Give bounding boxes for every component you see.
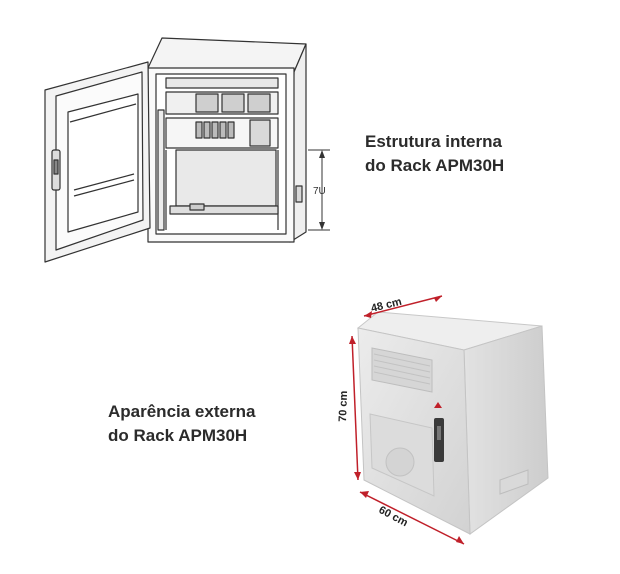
width-dimension-label: 48 cm — [370, 296, 403, 315]
internal-height-label: 7U — [313, 186, 326, 197]
external-caption-line2: do Rack APM30H — [108, 426, 248, 445]
external-appearance-caption: Aparência externa do Rack APM30H — [108, 400, 255, 448]
internal-caption-line2: do Rack APM30H — [365, 156, 505, 175]
height-dimension-label: 70 cm — [337, 390, 350, 422]
internal-caption-line1: Estrutura interna — [365, 132, 502, 151]
external-caption-line1: Aparência externa — [108, 402, 256, 421]
internal-structure-caption: Estrutura interna do Rack APM30H — [365, 130, 504, 178]
